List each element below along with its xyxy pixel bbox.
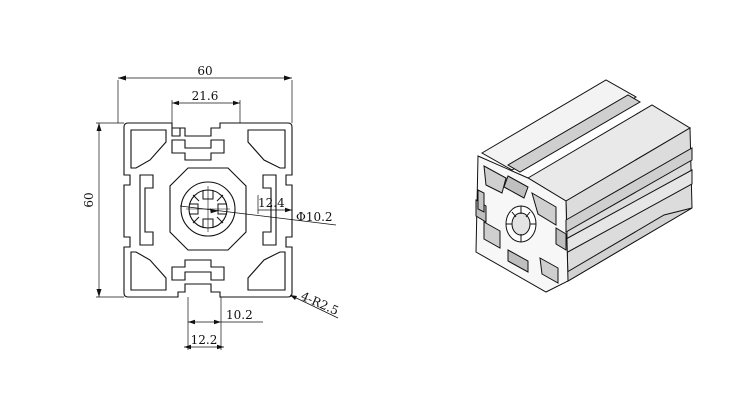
- cavity-top-left: [130, 129, 167, 169]
- iso-cavity-top-right: [531, 191, 557, 226]
- cavity-top-right: [247, 129, 286, 169]
- iso-groove-side: [565, 147, 693, 233]
- iso-slot-top: [503, 175, 529, 199]
- dim-label-slot-inner: 12.4: [258, 196, 285, 210]
- iso-groove-left: [477, 189, 485, 213]
- isometric-view: [475, 79, 693, 293]
- iso-slot-right: [555, 227, 567, 251]
- dim-slot-outer: 21.6: [171, 89, 241, 123]
- dim-label-slot-neck: 10.2: [226, 308, 253, 322]
- dim-slot-neck: 10.2: [187, 297, 263, 350]
- dim-label-overall-width: 60: [197, 64, 212, 78]
- dim-label-center-hole: Φ10.2: [296, 210, 333, 224]
- profile-outline: [123, 122, 293, 298]
- dim-label-overall-height: 60: [82, 192, 96, 207]
- dim-label-slot-opening: 12.2: [191, 333, 218, 347]
- iso-cavity-bottom-right: [539, 257, 559, 284]
- cavity-bottom-right: [247, 251, 286, 291]
- dim-overall-width: 60: [117, 64, 293, 123]
- iso-cavity-top-left: [483, 165, 507, 194]
- dim-slot-opening: 12.2: [184, 333, 224, 350]
- dim-slot-inner: 12.4: [257, 195, 292, 214]
- dim-center-hole: Φ10.2: [179, 205, 337, 226]
- dim-corner-radius: 4-R2.5: [289, 289, 341, 319]
- left-slot-inner: [139, 174, 154, 246]
- front-view: 60 21.6 60 12.4: [82, 64, 341, 350]
- center-boss: [180, 181, 236, 237]
- iso-slot-bottom: [507, 249, 529, 273]
- iso-groove-top: [507, 94, 641, 173]
- dim-label-corner-radius: 4-R2.5: [299, 289, 341, 318]
- bottom-slot-inner: [171, 259, 225, 281]
- iso-center-bore: [511, 212, 531, 236]
- dim-label-slot-outer: 21.6: [192, 89, 219, 103]
- cavity-bottom-left: [130, 251, 167, 291]
- inner-core: [169, 167, 247, 251]
- iso-top-face-left: [481, 79, 637, 171]
- iso-cavity-bottom-left: [483, 221, 501, 249]
- iso-spline-teeth: [506, 206, 536, 242]
- top-slot-inner: [171, 139, 225, 161]
- right-slot-inner: [262, 174, 277, 246]
- dim-overall-height: 60: [82, 122, 124, 298]
